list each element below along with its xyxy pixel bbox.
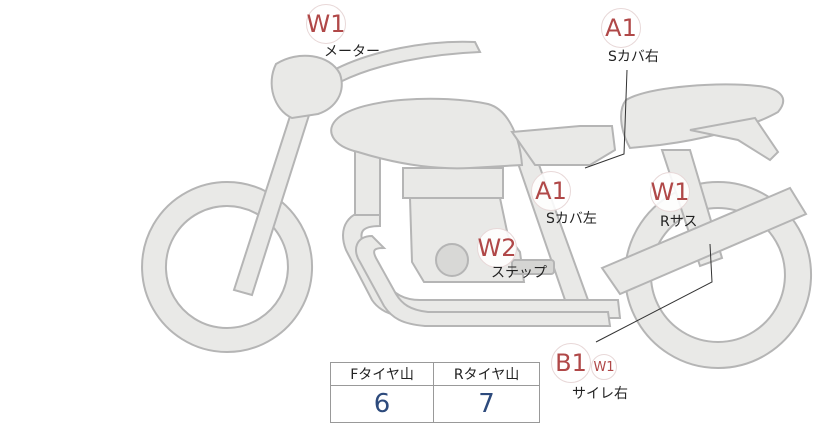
damage-code-r-suspension: W1 [650,172,690,212]
leader-line-s-cover-right [584,69,628,169]
front-tread-header: Fタイヤ山 [329,362,435,386]
engine-head [402,167,504,199]
damage-code-s-cover-left: A1 [531,171,571,211]
front-tire [141,181,313,353]
rear-tread-value: 7 [433,385,540,423]
frame-down [354,149,381,216]
damage-code-silencer-right: B1 [551,343,591,383]
part-label-r-suspension: Rサス [660,214,698,230]
handlebar [328,40,482,84]
part-label-step: ステップ [491,265,547,281]
damage-code-meter: W1 [306,4,346,44]
foot-step [511,259,555,275]
fuel-tank [330,97,524,170]
tire-tread-table: Fタイヤ山 Rタイヤ山 6 7 [329,362,540,423]
exhaust-pipe-upper [342,208,622,319]
part-label-meter: メーター [324,44,380,60]
damage-subcode-silencer-right: W1 [591,354,617,380]
engine-cover [435,243,469,277]
muffler [600,186,808,296]
part-label-s-cover-right: Sカバ右 [608,49,659,65]
seat [620,83,785,150]
leader-line-silencer [595,243,713,343]
headlight [270,54,343,120]
exhaust-pipe-lower [355,234,612,327]
rear-fender [689,116,780,162]
side-cover [510,125,617,166]
front-tread-value: 6 [329,385,435,423]
part-label-s-cover-left: Sカバ左 [546,211,597,227]
part-label-silencer-right: サイレ右 [572,386,628,402]
rear-tread-header: Rタイヤ山 [433,362,540,386]
damage-code-step: W2 [477,228,517,268]
damage-code-s-cover-right: A1 [601,8,641,48]
